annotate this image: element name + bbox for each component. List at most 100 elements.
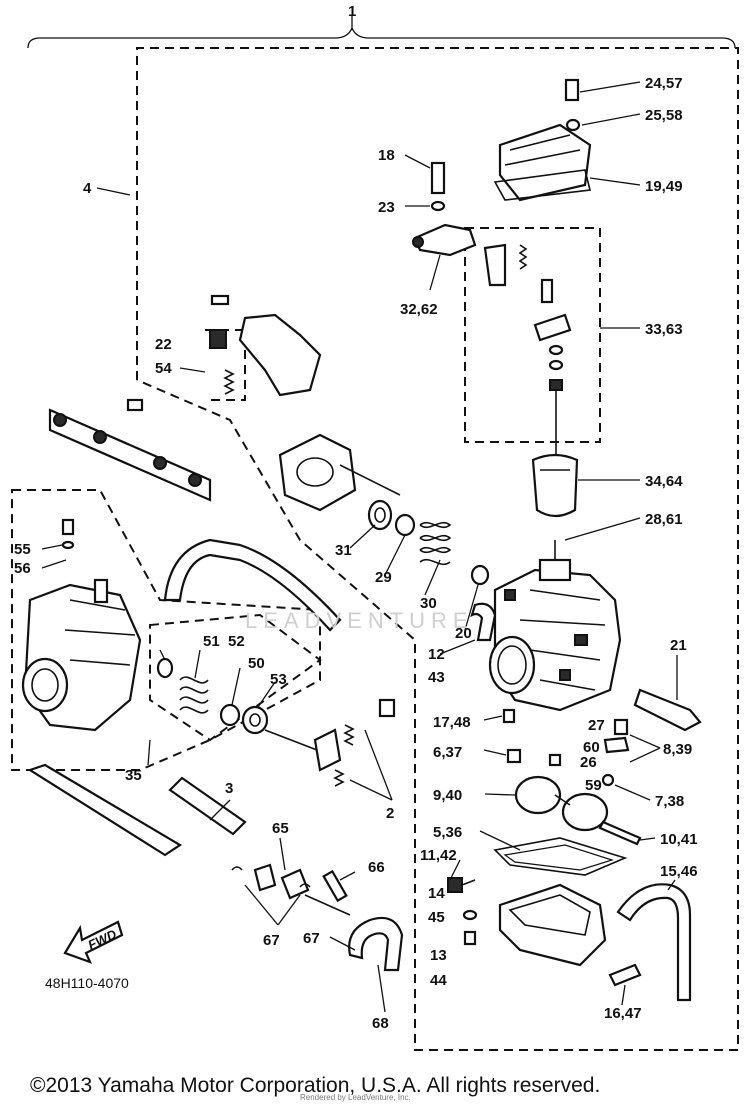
assembly-4-outline xyxy=(136,47,739,1051)
callout-24-57: 24,57 xyxy=(645,75,683,92)
drain-plug-11 xyxy=(447,877,463,893)
screw-13 xyxy=(463,930,477,946)
seal-31 xyxy=(367,499,393,531)
jet-26 xyxy=(548,753,562,767)
pipe-66 xyxy=(322,869,348,903)
callout-60: 60 xyxy=(583,739,600,756)
callout-15-46: 15,46 xyxy=(660,863,698,880)
adjust-screw xyxy=(210,294,230,306)
fitting-12 xyxy=(470,602,497,642)
callout-26: 26 xyxy=(580,754,597,771)
spring-2b xyxy=(333,769,345,787)
callout-19-49: 19,49 xyxy=(645,178,683,195)
callout-34-64: 34,64 xyxy=(645,473,683,490)
callout-21: 21 xyxy=(670,637,687,654)
vent-hose-3 xyxy=(168,776,247,836)
float-pin xyxy=(598,820,642,846)
seal-51 xyxy=(156,657,174,679)
assembly-brace xyxy=(27,26,736,49)
callout-67-right: 67 xyxy=(303,930,320,947)
pilot-screw xyxy=(378,698,396,718)
callout-65: 65 xyxy=(272,820,289,837)
bracket-35 xyxy=(27,763,183,857)
callout-56: 56 xyxy=(14,560,31,577)
callout-68: 68 xyxy=(372,1015,389,1032)
screw-55 xyxy=(61,518,75,536)
callout-55: 55 xyxy=(14,541,31,558)
bolt-18 xyxy=(430,161,446,195)
callout-30: 30 xyxy=(420,595,437,612)
watermark: LEADVENTURE xyxy=(245,608,474,633)
washer-20 xyxy=(470,564,490,586)
callout-31: 31 xyxy=(335,542,352,559)
float-bowl xyxy=(498,883,607,967)
link-lever xyxy=(483,243,507,287)
callout-20: 20 xyxy=(455,625,472,642)
washer-53 xyxy=(241,705,269,735)
oring-45 xyxy=(462,909,478,921)
link-spring xyxy=(518,244,528,270)
fuel-hose xyxy=(163,538,342,632)
joint-65 xyxy=(253,863,277,892)
callout-14: 14 xyxy=(428,885,445,902)
callout-10-41: 10,41 xyxy=(660,831,698,848)
callout-22: 22 xyxy=(155,336,172,353)
cap-screw xyxy=(564,78,580,102)
collar-50 xyxy=(219,703,241,727)
diagram-code: 48H110-4070 xyxy=(45,975,129,991)
callout-5-36: 5,36 xyxy=(433,824,462,841)
throttle-bracket xyxy=(238,313,322,397)
copyright-notice: ©2013 Yamaha Motor Corporation, U.S.A. A… xyxy=(30,1074,600,1097)
callout-29: 29 xyxy=(375,569,392,586)
callout-labels: 1 4 18 23 24,57 25,58 19,49 32,62 33,63 … xyxy=(14,3,698,1032)
spring-52 xyxy=(179,676,209,714)
throttle-linkage xyxy=(533,313,572,342)
screw-27 xyxy=(613,718,629,736)
screw-17 xyxy=(502,708,516,724)
clip-67 xyxy=(231,866,311,888)
callout-2: 2 xyxy=(386,805,394,822)
callout-17-48: 17,48 xyxy=(433,714,471,731)
throttle-drum xyxy=(278,433,401,512)
left-carb-outline xyxy=(11,489,321,771)
top-cap xyxy=(493,123,592,202)
callout-4: 4 xyxy=(83,180,92,197)
oring-59 xyxy=(601,773,615,787)
callout-45: 45 xyxy=(428,909,445,926)
callout-23: 23 xyxy=(378,199,395,216)
callout-16-47: 16,47 xyxy=(604,1005,642,1022)
piston-valve xyxy=(531,453,579,518)
drain-hose-15 xyxy=(616,883,692,1002)
needle-washer xyxy=(548,359,564,371)
adjust-knob xyxy=(209,329,227,349)
holder-60 xyxy=(603,736,630,754)
callout-18: 18 xyxy=(378,147,395,164)
callout-25-58: 25,58 xyxy=(645,107,683,124)
kit-51-53-outline xyxy=(149,613,322,742)
callout-7-38: 7,38 xyxy=(655,793,684,810)
callout-50: 50 xyxy=(248,655,265,672)
render-credit: Rendered by LeadVenture, Inc. xyxy=(300,1093,411,1102)
callout-51: 51 xyxy=(203,633,220,650)
leader-lines xyxy=(41,16,678,1013)
cap-washer xyxy=(565,118,581,132)
linkage-screw xyxy=(540,278,554,304)
callout-54: 54 xyxy=(155,360,172,377)
drain-screw-16 xyxy=(608,963,642,987)
shaft-lever xyxy=(313,728,342,772)
callout-27: 27 xyxy=(588,717,605,734)
callout-32-62: 32,62 xyxy=(400,301,438,318)
callout-66: 66 xyxy=(368,859,385,876)
callout-1: 1 xyxy=(348,3,356,20)
callout-67-left: 67 xyxy=(263,932,280,949)
adjust-spring xyxy=(223,369,235,395)
callout-52: 52 xyxy=(228,633,245,650)
collar-29 xyxy=(394,513,416,537)
right-carburetor-body xyxy=(488,540,622,712)
callout-33-63: 33,63 xyxy=(645,321,683,338)
needle-clip xyxy=(549,379,563,391)
callout-43: 43 xyxy=(428,669,445,686)
drain-screw-21 xyxy=(633,688,702,732)
